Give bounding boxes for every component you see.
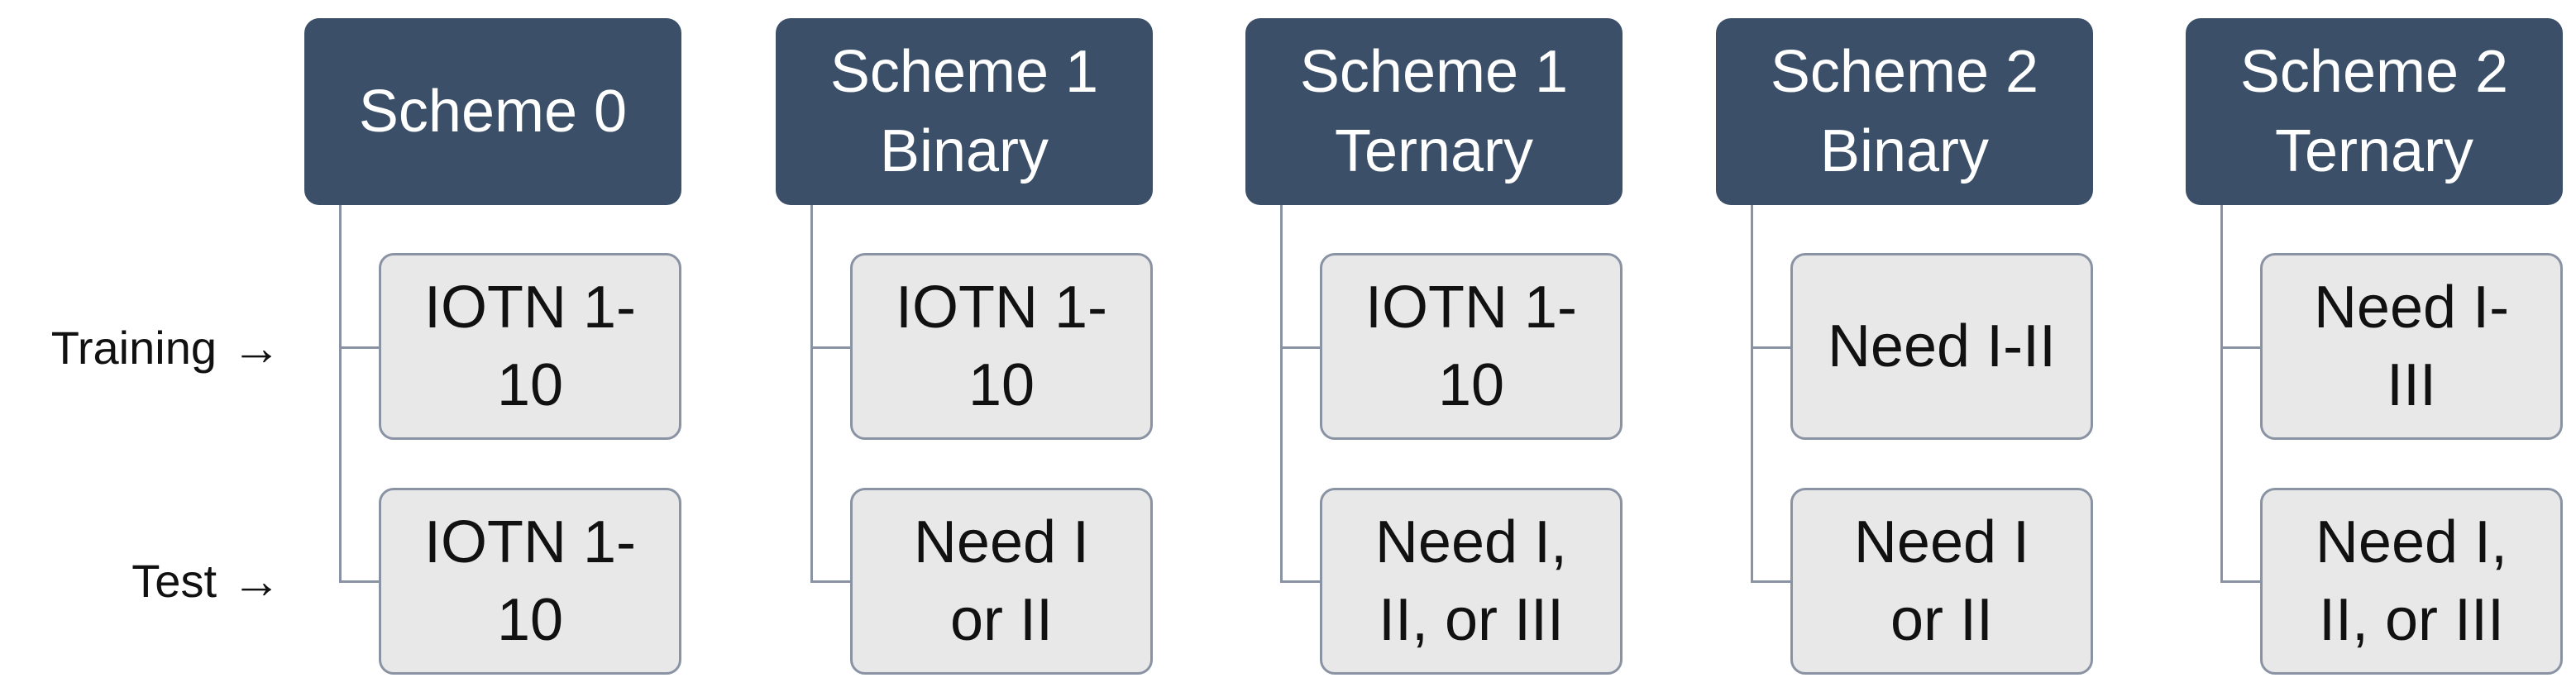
training-node: IOTN 1- 10 — [379, 253, 681, 440]
tree-connector-vertical — [1280, 205, 1283, 582]
training-row-label: Training → — [0, 314, 281, 380]
test-node: Need I or II — [1790, 488, 2093, 675]
training-node: IOTN 1- 10 — [850, 253, 1153, 440]
right-arrow-icon: → — [232, 319, 281, 375]
scheme-column-3: Scheme 2 Binary Need I-II Need I or II — [1716, 0, 2096, 692]
test-row-label: Test → — [0, 547, 281, 613]
scheme-column-1: Scheme 1 Binary IOTN 1- 10 Need I or II — [776, 0, 1156, 692]
tree-connector-vertical — [2220, 205, 2223, 582]
tree-connector-training — [2220, 346, 2260, 349]
tree-connector-training — [1280, 346, 1320, 349]
scheme-column-4: Scheme 2 Ternary Need I- III Need I, II,… — [2186, 0, 2566, 692]
tree-connector-test — [1751, 580, 1790, 583]
tree-connector-test — [2220, 580, 2260, 583]
test-label-text: Test — [131, 554, 217, 607]
tree-connector-vertical — [810, 205, 813, 582]
test-node: Need I or II — [850, 488, 1153, 675]
tree-connector-training — [339, 346, 379, 349]
tree-connector-training — [1751, 346, 1790, 349]
test-node: IOTN 1- 10 — [379, 488, 681, 675]
scheme-column-0: Scheme 0 IOTN 1- 10 IOTN 1- 10 — [304, 0, 685, 692]
scheme-header: Scheme 1 Ternary — [1245, 18, 1623, 205]
tree-connector-vertical — [339, 205, 342, 582]
scheme-header: Scheme 0 — [304, 18, 681, 205]
scheme-column-2: Scheme 1 Ternary IOTN 1- 10 Need I, II, … — [1245, 0, 1626, 692]
right-arrow-icon: → — [232, 552, 281, 608]
tree-connector-vertical — [1751, 205, 1753, 582]
scheme-header: Scheme 1 Binary — [776, 18, 1153, 205]
training-node: IOTN 1- 10 — [1320, 253, 1623, 440]
tree-connector-training — [810, 346, 850, 349]
tree-connector-test — [339, 580, 379, 583]
test-node: Need I, II, or III — [1320, 488, 1623, 675]
training-node: Need I- III — [2260, 253, 2563, 440]
training-label-text: Training — [50, 321, 217, 374]
training-node: Need I-II — [1790, 253, 2093, 440]
scheme-header: Scheme 2 Ternary — [2186, 18, 2563, 205]
tree-connector-test — [1280, 580, 1320, 583]
tree-connector-test — [810, 580, 850, 583]
test-node: Need I, II, or III — [2260, 488, 2563, 675]
scheme-header: Scheme 2 Binary — [1716, 18, 2093, 205]
